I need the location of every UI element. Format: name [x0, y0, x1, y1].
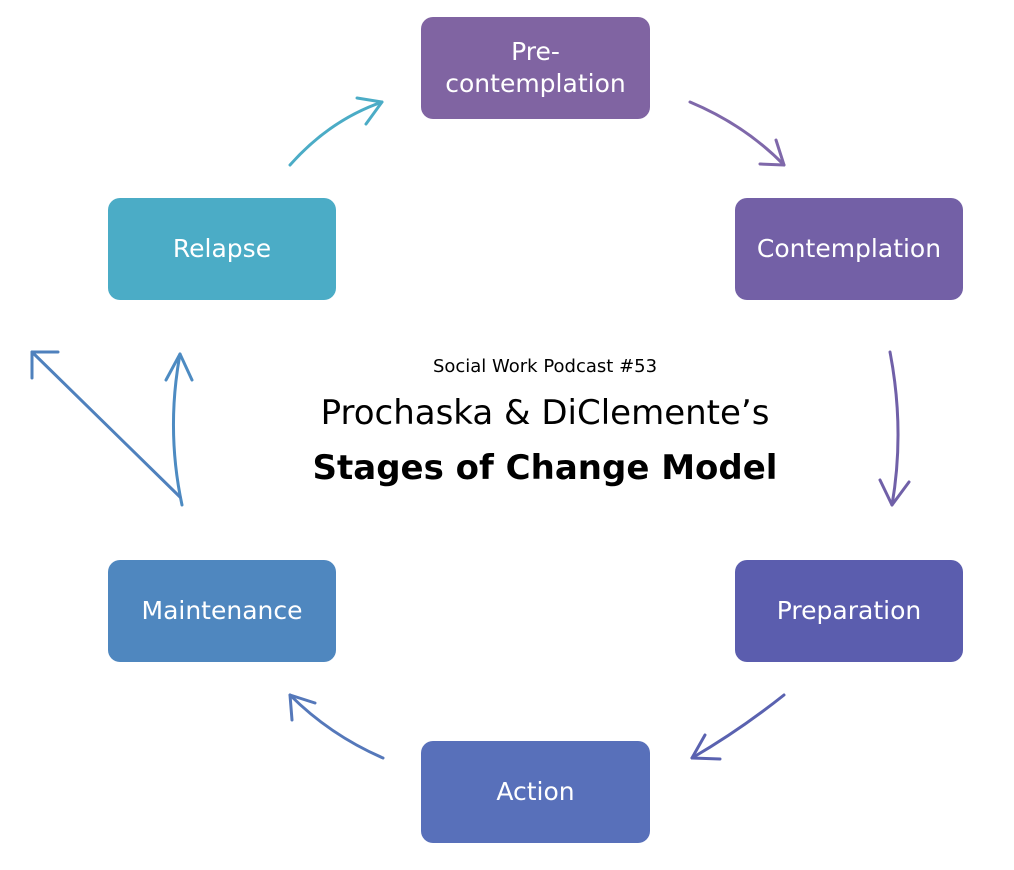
- stage-maintenance: Maintenance: [108, 560, 336, 662]
- stage-relapse: Relapse: [108, 198, 336, 300]
- stage-label: Pre- contemplation: [445, 37, 626, 98]
- stage-label: Action: [496, 777, 575, 806]
- diagram-title-line2: Stages of Change Model: [312, 448, 778, 488]
- arrow-contemplation-to-preparation: [878, 350, 911, 507]
- arrow-maintenance-exit: [30, 350, 182, 499]
- diagram-title-line1: Prochaska & DiClemente’s: [320, 393, 770, 433]
- stage-preparation: Preparation: [735, 560, 963, 662]
- diagram-subtitle: Social Work Podcast #53: [432, 356, 658, 377]
- arrow-preparation-to-action: [690, 693, 786, 761]
- stage-label: Maintenance: [141, 596, 303, 625]
- stage-action: Action: [421, 741, 650, 843]
- stage-precontemplation: Pre- contemplation: [421, 17, 650, 119]
- stage-label: Preparation: [776, 596, 922, 625]
- stage-label: Contemplation: [756, 234, 942, 263]
- stage-label: Relapse: [172, 234, 272, 263]
- arrow-maintenance-to-relapse: [164, 352, 194, 507]
- arrow-precontemplation-to-contemplation: [688, 100, 786, 167]
- arrow-relapse-to-precontemplation: [288, 96, 384, 167]
- stage-contemplation: Contemplation: [735, 198, 963, 300]
- arrow-action-to-maintenance: [288, 693, 385, 760]
